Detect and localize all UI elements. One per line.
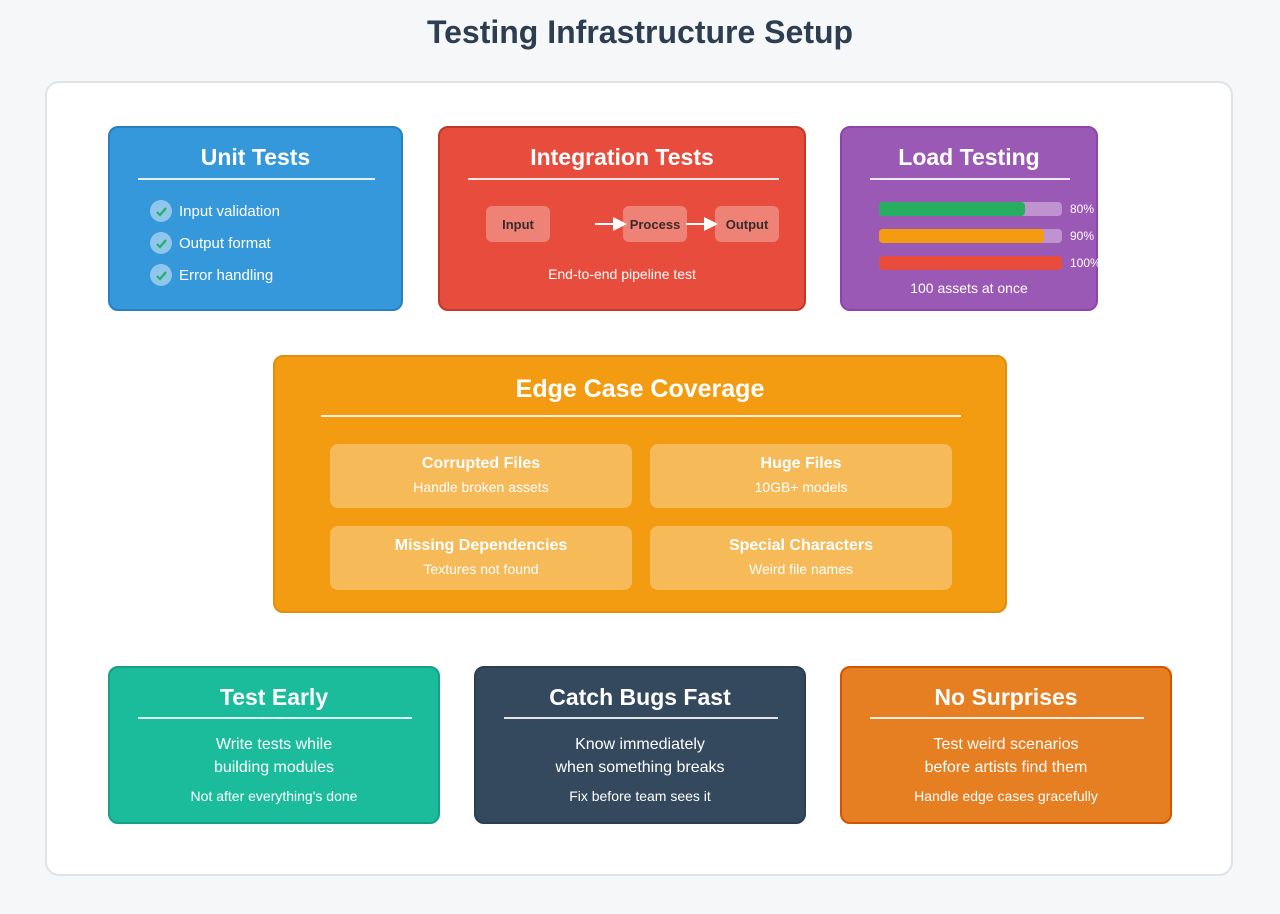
edge-case-title: Edge Case Coverage [515,375,765,403]
edge-case-tile-title: Huge Files [760,455,842,472]
benefit-note: Not after everything's done [190,788,358,804]
load-bar-fill [879,229,1044,243]
unit-tests-title: Unit Tests [200,144,311,170]
load-testing-divider [870,178,1070,180]
unit-test-item-label: Input validation [179,202,280,220]
check-icon [150,264,172,286]
load-testing-title: Load Testing [898,144,1040,170]
benefit-line: Write tests while [215,736,333,753]
pipeline-node-output: Output [715,206,779,242]
load-testing-card: Load Testing 80% 90% 100% 100 assets at … [840,126,1101,311]
edge-case-tile-subtitle: Textures not found [423,561,539,577]
benefit-divider [504,717,778,719]
check-icon [150,200,172,222]
integration-tests-divider [468,178,779,180]
page-title: Testing Infrastructure Setup [426,14,854,50]
unit-tests-divider [138,178,375,180]
load-bar-label: 90% [1070,229,1095,243]
benefit-divider [138,717,412,719]
unit-test-item-label: Output format [179,234,271,252]
load-caption: 100 assets at once [910,280,1028,296]
integration-tests-title: Integration Tests [530,144,714,170]
edge-case-tile-title: Corrupted Files [421,455,541,472]
benefit-divider [870,717,1144,719]
load-bar-track [879,202,1062,216]
edge-case-tile-subtitle: 10GB+ models [754,479,848,495]
test-early-card: Test Early Write tests while building mo… [108,666,440,824]
check-icon [150,232,172,254]
edge-case-tile: Missing Dependencies Textures not found [330,526,632,590]
benefit-title: Test Early [219,684,329,710]
benefit-note: Fix before team sees it [569,788,711,804]
pipeline-arrow-icon [595,217,627,231]
pipeline-node-input: Input [486,206,550,242]
edge-case-tile-subtitle: Handle broken assets [413,479,549,495]
edge-case-tile: Special Characters Weird file names [650,526,952,590]
unit-test-item: Error handling [150,264,273,286]
load-bar-label: 80% [1070,202,1095,216]
load-bar-track [879,256,1062,270]
benefit-title: No Surprises [934,684,1078,710]
no-surprises-card: No Surprises Test weird scenarios before… [840,666,1172,824]
edge-case-tile: Corrupted Files Handle broken assets [330,444,632,508]
pipeline-arrow-icon [686,217,718,231]
unit-tests-card: Unit Tests Input validation Output forma… [108,126,403,311]
load-bar-fill [879,202,1026,216]
benefit-line: when something breaks [555,759,725,776]
edge-case-tile-subtitle: Weird file names [748,561,853,577]
catch-bugs-card: Catch Bugs Fast Know immediately when so… [474,666,806,824]
benefit-line: before artists find them [924,759,1088,776]
load-bar-fill [879,256,1062,270]
unit-test-item: Output format [150,232,271,254]
edge-case-tile: Huge Files 10GB+ models [650,444,952,508]
edge-case-divider [321,415,961,417]
unit-test-item-label: Error handling [179,266,274,284]
load-bar-label: 100% [1070,256,1101,270]
benefit-note: Handle edge cases gracefully [914,788,1098,804]
integration-tests-card: Integration Tests Input Process Output E… [438,126,806,311]
load-bar-track [879,229,1062,243]
edge-case-tile-title: Missing Dependencies [394,537,568,554]
benefit-title: Catch Bugs Fast [549,684,731,710]
benefit-line: Test weird scenarios [933,736,1079,753]
benefit-line: Know immediately [575,736,705,753]
integration-caption: End-to-end pipeline test [548,266,696,282]
edge-case-tile-title: Special Characters [728,537,874,554]
unit-test-item: Input validation [150,200,280,222]
benefit-line: building modules [213,759,335,776]
pipeline-node-process: Process [623,206,687,242]
edge-case-card: Edge Case Coverage Corrupted Files Handl… [273,355,1007,613]
